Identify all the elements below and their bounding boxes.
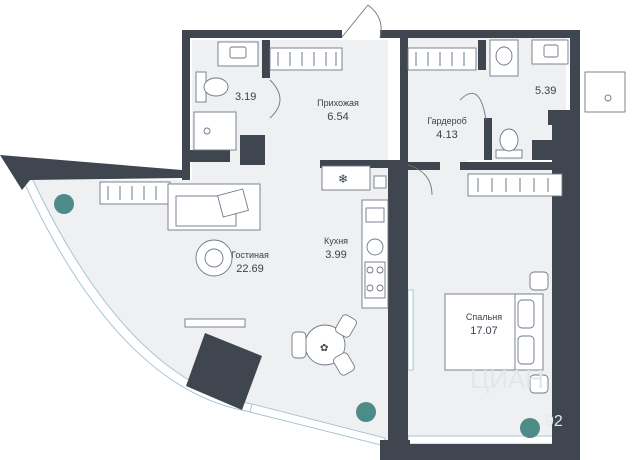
entrance-door[interactable] xyxy=(341,4,382,38)
hallway-name: Прихожая xyxy=(317,98,359,108)
living-name: Гостиная xyxy=(231,250,269,260)
walls xyxy=(0,30,580,460)
kitchen-counter: ❄ xyxy=(321,165,389,309)
wardrobe-area: 4.13 xyxy=(436,129,457,141)
door-swings xyxy=(269,79,487,196)
svg-text:✿: ✿ xyxy=(320,343,328,354)
bathroom2-area: 5.39 xyxy=(535,85,556,97)
watermark: ЦИАН 92 xyxy=(470,364,563,430)
kitchen-area: 3.99 xyxy=(325,249,346,261)
room-labels: 3.19 Прихожая 6.54 Гардероб 4.13 5.39 Го… xyxy=(231,85,556,337)
facade-glazing xyxy=(21,177,569,447)
living-area: 22.69 xyxy=(236,263,264,275)
watermark-code: 92 xyxy=(545,413,563,430)
bathroom1-area: 3.19 xyxy=(235,91,256,103)
watermark-brand: ЦИАН xyxy=(470,364,544,394)
bed xyxy=(444,271,549,394)
bedroom-area: 17.07 xyxy=(470,325,498,337)
hallway-area: 6.54 xyxy=(327,111,348,123)
wardrobe-name: Гардероб xyxy=(427,116,467,126)
closets xyxy=(99,47,563,205)
dining-table: ✿ xyxy=(291,314,357,376)
svg-text:❄: ❄ xyxy=(338,172,348,186)
bathroom1-fixtures xyxy=(193,41,259,151)
plants xyxy=(54,194,540,438)
living-furniture xyxy=(167,183,261,328)
kitchen-name: Кухня xyxy=(324,236,348,246)
bathroom2-fixtures xyxy=(489,39,626,159)
bedroom-name: Спальня xyxy=(466,312,502,322)
